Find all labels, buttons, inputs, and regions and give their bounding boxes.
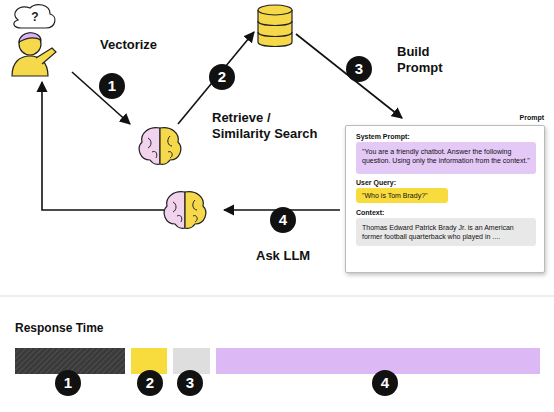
callout-number: 1: [99, 73, 125, 99]
return-arrow: [42, 82, 164, 210]
section-heading: User Query:: [356, 178, 396, 187]
time-bar: [216, 348, 540, 374]
callout-number: 3: [177, 370, 203, 396]
section-heading: Context:: [356, 208, 384, 217]
question-mark: ?: [27, 10, 43, 24]
flow-arrow: [72, 72, 130, 124]
context-bubble: Thomas Edward Patrick Brady Jr. is an Am…: [356, 218, 536, 246]
bubble-text: Thomas Edward Patrick Brady Jr. is an Am…: [362, 223, 530, 241]
user-query-bubble: "Who is Tom Brady?": [356, 188, 448, 203]
callout-number: 1: [55, 370, 81, 396]
section-heading: System Prompt:: [356, 132, 410, 141]
box-title: Prompt: [520, 113, 545, 122]
step-label: Ask LLM: [256, 248, 310, 264]
callout-number: 4: [270, 207, 296, 233]
chart-title: Response Time: [15, 320, 103, 336]
callout-number: 4: [372, 370, 398, 396]
step-label: Build Prompt: [397, 44, 457, 76]
callout-number: 3: [346, 56, 372, 82]
callout-number: 2: [137, 370, 163, 396]
database-icon: [258, 5, 292, 47]
brain-icon: [139, 128, 181, 165]
step-label: Vectorize: [100, 37, 157, 53]
flow-arrow: [296, 34, 402, 118]
prompt-box: PromptSystem Prompt:User Query:Context:"…: [345, 125, 545, 273]
bubble-text: "You are a friendly chatbot. Answer the …: [362, 147, 530, 165]
callout-number: 2: [209, 64, 235, 90]
system-prompt-bubble: "You are a friendly chatbot. Answer the …: [356, 142, 536, 174]
step-label: Retrieve / Similarity Search: [212, 110, 324, 142]
separator: [0, 296, 554, 297]
brain-icon: [164, 192, 206, 229]
bubble-text: "Who is Tom Brady?": [362, 191, 442, 200]
person-icon: [12, 5, 56, 76]
